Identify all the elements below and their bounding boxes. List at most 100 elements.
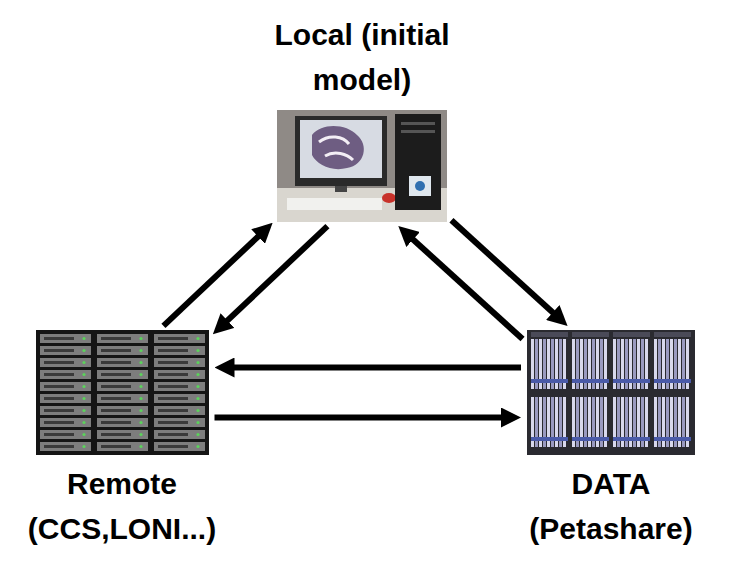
server-slot — [158, 385, 188, 388]
server-slot — [158, 421, 188, 424]
monitor-frame — [295, 116, 387, 186]
server-slot — [44, 361, 74, 364]
server-slot — [101, 337, 131, 340]
server-unit — [154, 406, 205, 415]
server-unit — [40, 418, 91, 427]
server-slot — [101, 373, 131, 376]
server-light — [196, 445, 199, 448]
server-light — [82, 433, 85, 436]
server-light — [139, 373, 142, 376]
computer-tower — [395, 114, 441, 210]
server-light — [196, 373, 199, 376]
server-slot — [101, 385, 131, 388]
image-node: Remote (CCS,LONI...) — [7, 330, 237, 551]
server-unit — [154, 334, 205, 343]
flow-arrow — [163, 232, 262, 325]
server-unit — [40, 370, 91, 379]
library-background — [527, 330, 695, 455]
server-light — [82, 361, 85, 364]
server-light — [82, 397, 85, 400]
server-unit — [97, 406, 148, 415]
server-unit — [97, 394, 148, 403]
node-picture — [527, 330, 695, 455]
tape-label-band — [531, 437, 568, 441]
server-slot — [158, 433, 188, 436]
server-unit — [97, 370, 148, 379]
tape-label-band — [613, 437, 650, 441]
server-unit — [154, 394, 205, 403]
server-light — [196, 433, 199, 436]
picture-svg — [277, 110, 447, 222]
tower-bay — [401, 122, 435, 125]
server-unit — [97, 430, 148, 439]
server-unit — [97, 334, 148, 343]
server-slot — [44, 337, 74, 340]
server-light — [139, 361, 142, 364]
server-slot — [101, 349, 131, 352]
server-light — [196, 349, 199, 352]
server-light — [139, 397, 142, 400]
server-slot — [101, 397, 131, 400]
tape-label-band — [572, 379, 609, 383]
server-unit — [154, 442, 205, 451]
library-band — [613, 332, 650, 337]
screen-image-detail — [319, 137, 353, 160]
tape-label-band — [654, 437, 691, 441]
node-picture — [36, 330, 209, 455]
server-light — [139, 433, 142, 436]
server-unit — [97, 346, 148, 355]
server-slot — [101, 433, 131, 436]
picture-svg — [36, 330, 209, 455]
server-unit — [40, 334, 91, 343]
server-slot — [158, 337, 188, 340]
server-light — [196, 385, 199, 388]
server-light — [82, 445, 85, 448]
small-device-light — [415, 181, 425, 191]
screen-image — [312, 126, 364, 169]
server-slot — [44, 409, 74, 412]
server-unit — [154, 370, 205, 379]
server-unit — [40, 442, 91, 451]
server-unit — [97, 382, 148, 391]
server-light — [139, 337, 142, 340]
server-slot — [44, 349, 74, 352]
server-light — [196, 397, 199, 400]
server-light — [139, 409, 142, 412]
server-slot — [101, 361, 131, 364]
node-label: Remote (CCS,LONI...) — [7, 461, 237, 551]
server-unit — [40, 382, 91, 391]
image-node: Local (initial model) — [222, 12, 502, 222]
node-picture — [277, 110, 447, 222]
server-light — [139, 445, 142, 448]
flow-arrow — [215, 415, 508, 421]
server-light — [139, 421, 142, 424]
server-slot — [158, 349, 188, 352]
server-unit — [154, 346, 205, 355]
library-band — [654, 332, 691, 337]
tape-label-band — [613, 379, 650, 383]
server-slot — [44, 421, 74, 424]
server-light — [139, 349, 142, 352]
server-slot — [44, 385, 74, 388]
server-slot — [101, 445, 131, 448]
monitor-screen — [300, 120, 382, 178]
server-light — [196, 361, 199, 364]
server-light — [196, 421, 199, 424]
picture-svg — [527, 330, 695, 455]
server-light — [82, 421, 85, 424]
server-slot — [158, 361, 188, 364]
server-unit — [40, 358, 91, 367]
server-unit — [40, 394, 91, 403]
tape-label-band — [572, 437, 609, 441]
server-light — [82, 385, 85, 388]
server-slot — [101, 421, 131, 424]
node-label: DATA (Petashare) — [496, 461, 726, 551]
server-slot — [158, 409, 188, 412]
server-unit — [40, 346, 91, 355]
flow-arrow — [229, 365, 522, 371]
server-unit — [154, 430, 205, 439]
server-unit — [40, 430, 91, 439]
small-device — [409, 176, 431, 196]
node-label: Local (initial model) — [222, 12, 502, 102]
